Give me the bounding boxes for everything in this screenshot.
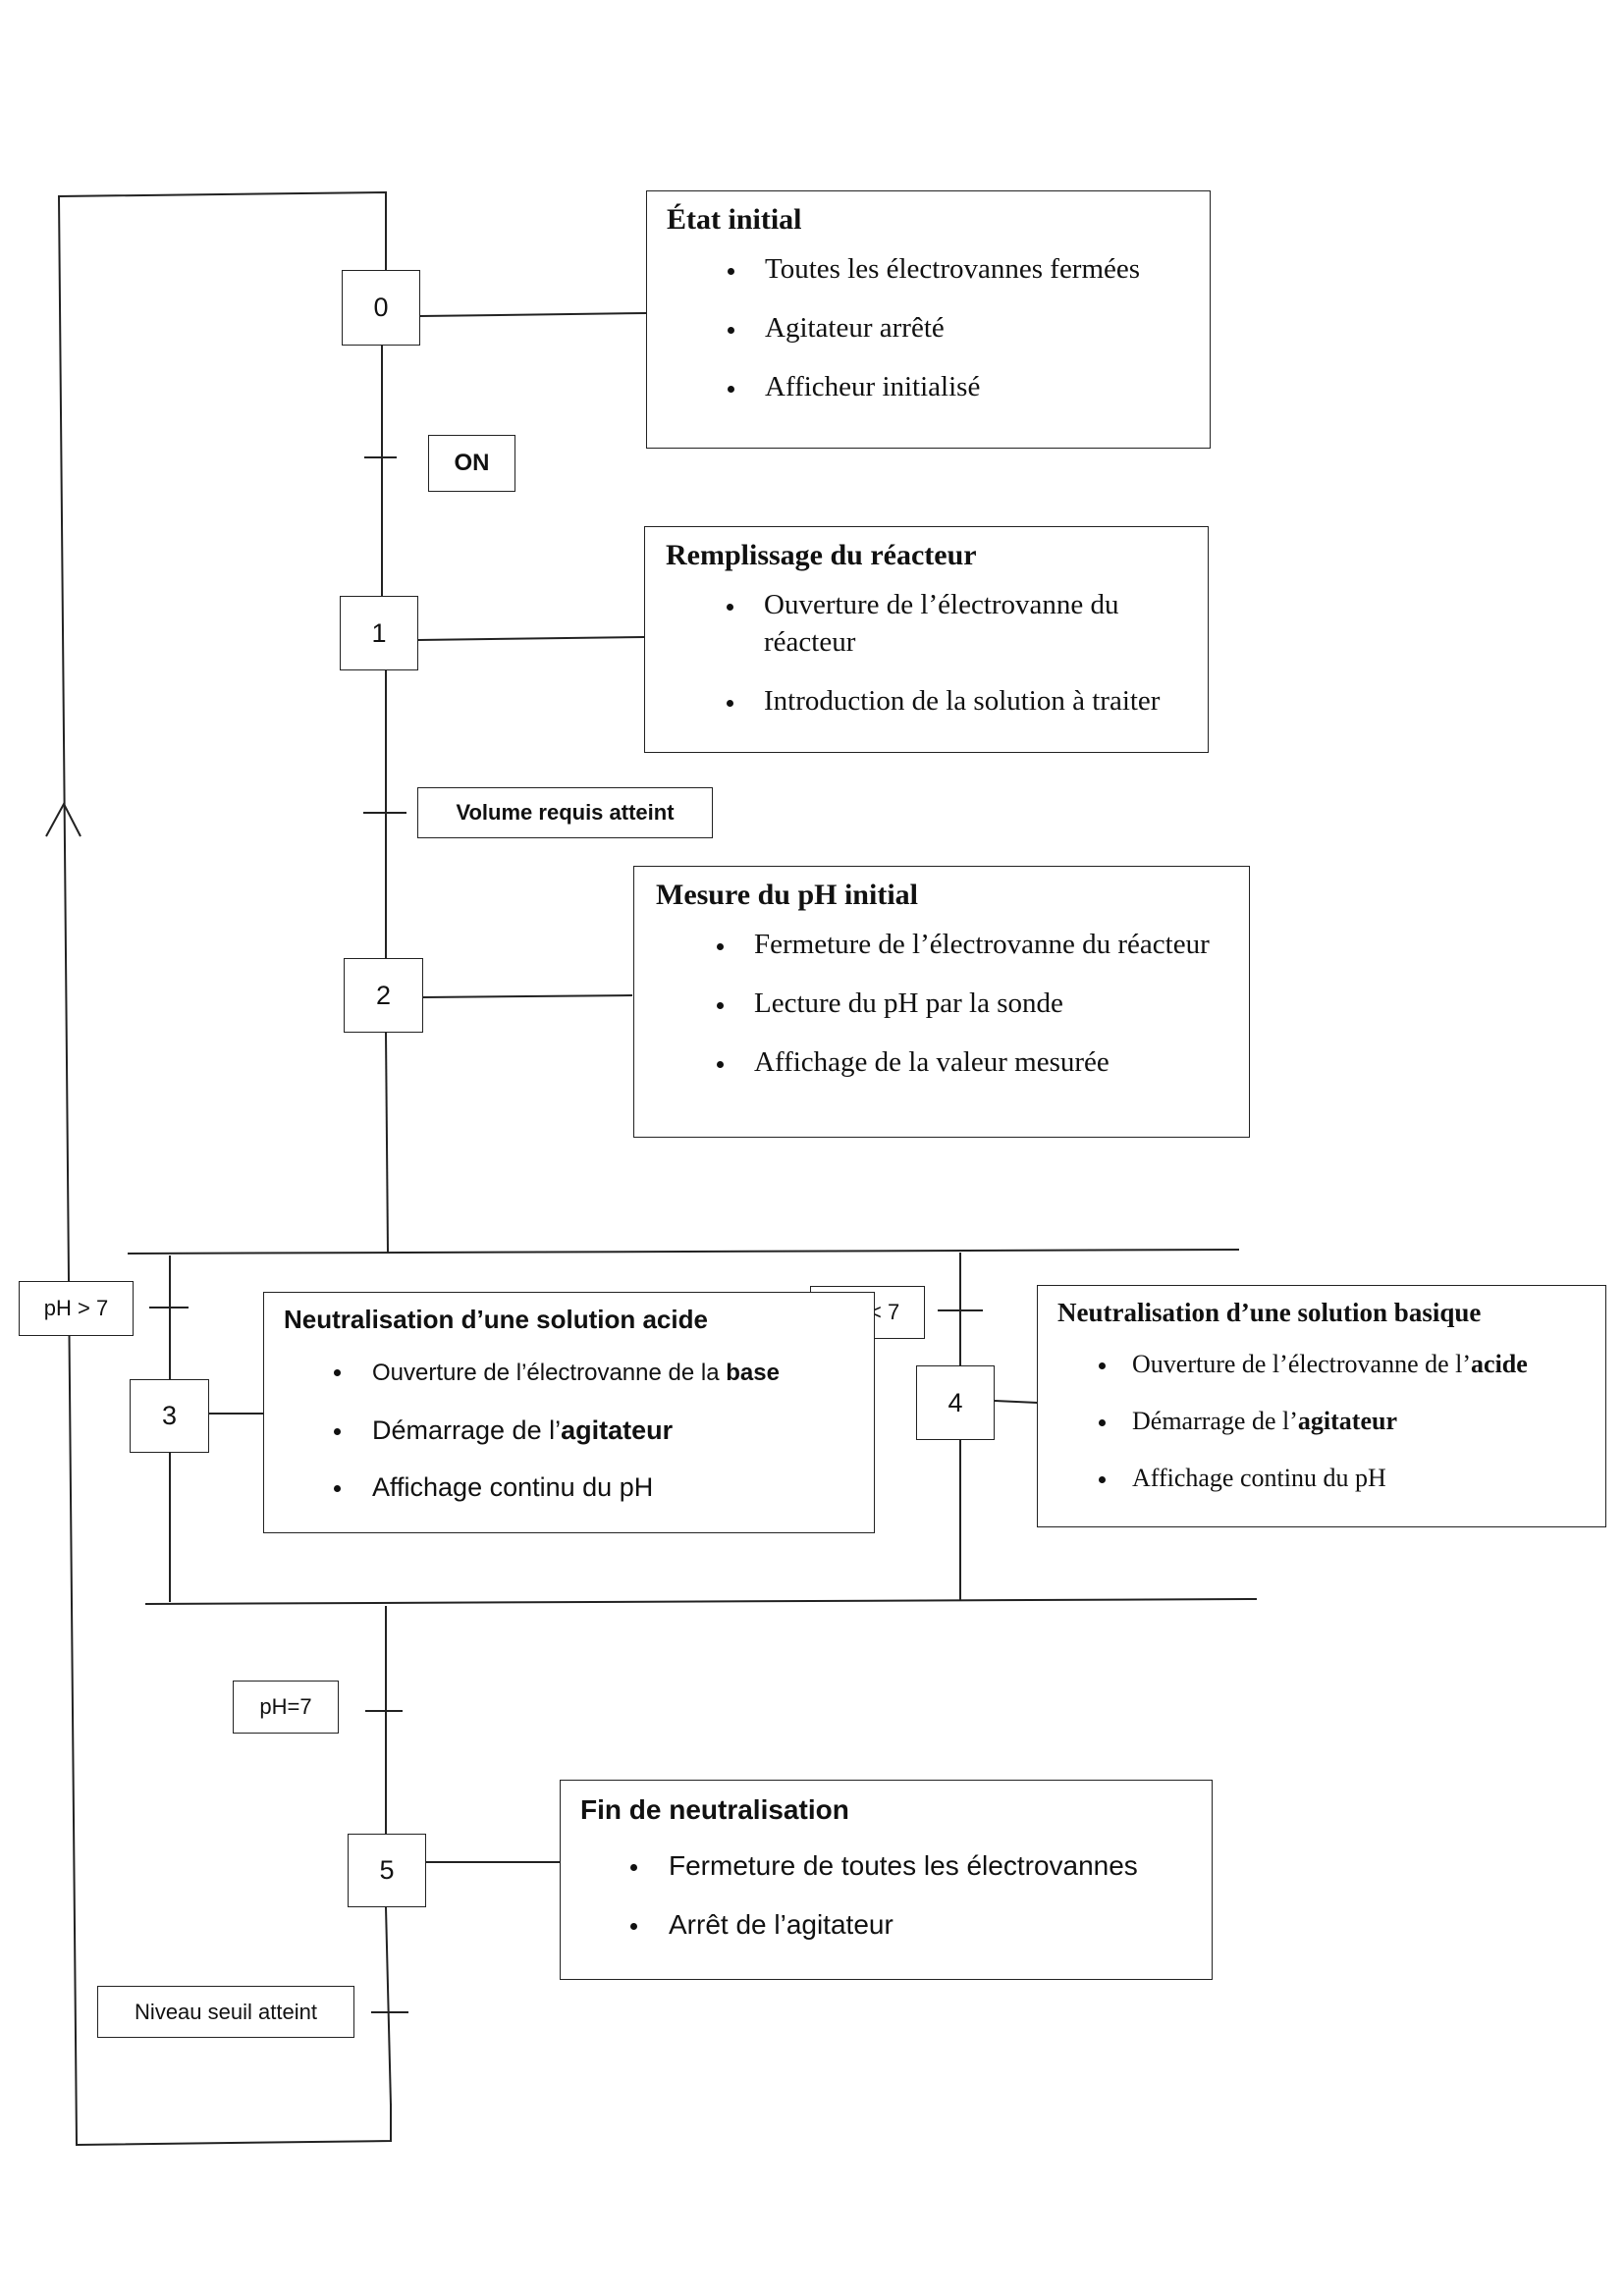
transition-ph-equal: pH=7 xyxy=(233,1681,339,1734)
action-item: Afficheur initialisé xyxy=(747,368,1190,405)
action-item: Introduction de la solution à traiter xyxy=(746,682,1188,720)
action-step-0: État initial Toutes les électrovannes fe… xyxy=(646,190,1211,449)
step-3: 3 xyxy=(130,1379,209,1453)
action-step-1: Remplissage du réacteur Ouverture de l’é… xyxy=(644,526,1209,753)
transition-niveau: Niveau seuil atteint xyxy=(97,1986,354,2038)
action-item: Lecture du pH par la sonde xyxy=(736,985,1229,1022)
return-arrow-icon xyxy=(45,801,81,837)
action-item: Affichage continu du pH xyxy=(1118,1460,1597,1497)
action-item: Fermeture de toutes les électrovannes xyxy=(651,1847,1192,1885)
action-item: Agitateur arrêté xyxy=(747,309,1190,347)
step-1: 1 xyxy=(340,596,418,670)
action-step-4: Neutralisation d’une solution basique Ou… xyxy=(1037,1285,1606,1527)
action-item: Démarrage de l’agitateur xyxy=(354,1412,854,1449)
action-item: Ouverture de l’électrovanne du réacteur xyxy=(746,586,1188,661)
action-item: Démarrage de l’agitateur xyxy=(1118,1403,1597,1440)
action-title: Neutralisation d’une solution basique xyxy=(1057,1298,1482,1327)
action-title: Remplissage du réacteur xyxy=(666,539,977,571)
step-0: 0 xyxy=(342,270,420,346)
action-item: Toutes les électrovannes fermées xyxy=(747,250,1190,288)
step-4: 4 xyxy=(916,1365,995,1440)
transition-volume: Volume requis atteint xyxy=(417,787,713,838)
action-item: Affichage de la valeur mesurée xyxy=(736,1043,1229,1081)
action-title: Fin de neutralisation xyxy=(580,1794,849,1825)
action-title: État initial xyxy=(667,203,802,236)
action-step-5: Fin de neutralisation Fermeture de toute… xyxy=(560,1780,1213,1980)
action-title: Neutralisation d’une solution acide xyxy=(284,1305,708,1334)
return-loop-line xyxy=(57,190,392,2147)
step-2: 2 xyxy=(344,958,423,1033)
step-5: 5 xyxy=(348,1834,426,1907)
action-step-2: Mesure du pH initial Fermeture de l’élec… xyxy=(633,866,1250,1138)
transition-on: ON xyxy=(428,435,515,492)
action-item: Ouverture de l’électrovanne de la base xyxy=(354,1355,854,1392)
action-item: Arrêt de l’agitateur xyxy=(651,1906,1192,1944)
action-item: Affichage continu du pH xyxy=(354,1468,854,1506)
action-item: Ouverture de l’électrovanne de l’acide xyxy=(1118,1346,1597,1383)
transition-ph-greater: pH > 7 xyxy=(19,1281,134,1336)
action-title: Mesure du pH initial xyxy=(656,879,918,911)
action-item: Fermeture de l’électrovanne du réacteur xyxy=(736,926,1229,963)
action-step-3: Neutralisation d’une solution acide Ouve… xyxy=(263,1292,875,1533)
